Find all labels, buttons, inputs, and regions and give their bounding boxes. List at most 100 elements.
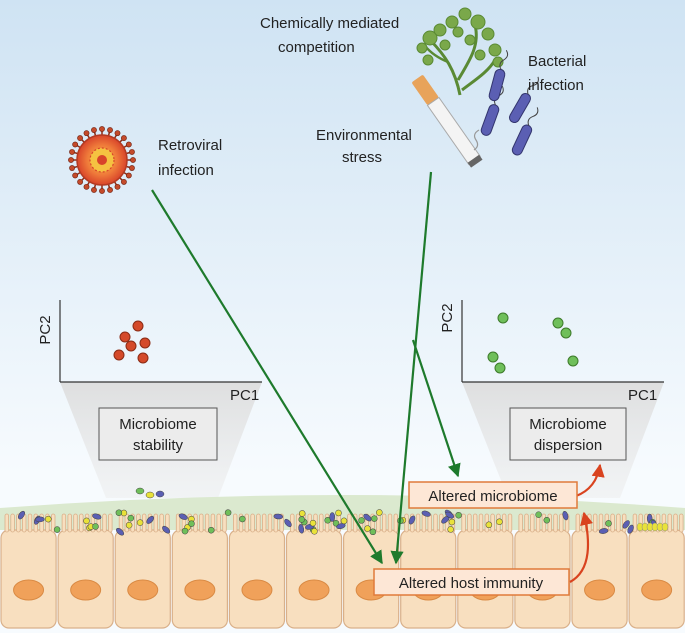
dispersed-cluster (487, 312, 579, 374)
microbe (562, 510, 569, 521)
arrow-to-microbiome (411, 339, 461, 478)
microbe (329, 512, 335, 522)
microbe (543, 516, 551, 524)
microbe (53, 526, 61, 533)
microbe (125, 521, 133, 529)
left-pc2-label: PC2 (37, 315, 54, 344)
microbe (622, 520, 630, 529)
arrow-microbiome-to-dispersion (575, 463, 605, 498)
bacterium (511, 107, 539, 156)
environmental-line-2: stress (342, 149, 382, 166)
microbe (45, 515, 52, 523)
epithelial-cell (0, 513, 57, 629)
altered-immunity-box: Altered host immunity (373, 568, 570, 596)
chemical-line-1: Chemically mediated (260, 15, 399, 32)
microbe (340, 517, 348, 525)
epithelial-cell (57, 513, 114, 629)
altered-microbiome-label: Altered microbiome (428, 488, 557, 505)
microbe (496, 518, 503, 526)
microbe (298, 510, 306, 517)
microbe (661, 522, 669, 532)
cluster-dot (560, 327, 572, 339)
microbe (369, 528, 377, 536)
microbe (35, 516, 45, 523)
cluster-dot (494, 362, 506, 374)
cluster-dot (137, 352, 149, 364)
microbe (92, 523, 99, 530)
microbe (455, 511, 462, 519)
microbe (358, 517, 365, 524)
dispersion-line-2: dispersion (534, 437, 602, 454)
microbe (445, 511, 455, 519)
bacterial-line-2: infection (528, 77, 584, 94)
left-pc1-label: PC1 (230, 387, 259, 404)
cluster-dot (113, 349, 125, 361)
cluster-dot (552, 317, 564, 329)
microbe (284, 518, 292, 528)
retrovirus-icon (68, 126, 136, 194)
left-pca-plot: PC2 PC1 (37, 300, 262, 404)
bacterium (488, 49, 509, 102)
microbe (336, 523, 346, 530)
microbe (535, 511, 542, 518)
right-pc1-label: PC1 (628, 387, 657, 404)
microbe (273, 513, 284, 520)
microbe (115, 509, 123, 516)
stable-cluster (113, 320, 151, 364)
right-pc2-label: PC2 (439, 303, 456, 332)
cluster-dot (125, 340, 137, 352)
arrow-immunity-to-microbiome (569, 511, 594, 583)
epithelial-cell (228, 513, 286, 629)
microbe (207, 526, 215, 534)
feedback-arrows (569, 463, 605, 583)
microbe (146, 515, 154, 524)
epithelial-cell (171, 513, 229, 629)
altered-immunity-label: Altered host immunity (399, 575, 544, 592)
microbe (178, 513, 188, 520)
stability-line-1: Microbiome (119, 416, 197, 433)
microbe (145, 491, 155, 499)
microbe (447, 526, 454, 533)
microbe (136, 519, 144, 526)
microbiome-stability-box: Microbiome stability (98, 407, 218, 461)
right-pca-plot: PC2 PC1 (439, 300, 664, 404)
cluster-dot (119, 331, 131, 343)
microbe (421, 510, 431, 517)
altered-microbiome-box: Altered microbiome (408, 481, 578, 509)
cluster-dot (139, 337, 151, 349)
bacteria-icon (480, 49, 539, 156)
smoke-icon (473, 129, 480, 151)
arrow-virus-to-immunity (151, 189, 383, 565)
dispersion-line-1: Microbiome (529, 416, 607, 433)
microbe (376, 509, 383, 516)
microbe (83, 517, 90, 525)
microbe (605, 520, 612, 527)
microbe (155, 490, 165, 498)
arrow-stress-to-immunity (390, 171, 433, 565)
cluster-dot (487, 351, 499, 363)
microbe (363, 513, 372, 522)
microbe (188, 520, 195, 527)
microbe (17, 510, 26, 520)
cluster-dot (567, 355, 579, 367)
microbe (485, 521, 493, 529)
seaweed-icon (416, 7, 504, 96)
epithelial-cell (628, 513, 685, 629)
microbe (135, 487, 145, 495)
microbe (162, 525, 171, 534)
microbe (364, 525, 371, 532)
environmental-line-1: Environmental (316, 127, 412, 144)
microbe (371, 515, 378, 522)
microbe (115, 527, 125, 536)
microbe (309, 519, 317, 527)
cluster-dot (497, 312, 509, 324)
microbe (298, 524, 305, 534)
microbe (298, 516, 305, 523)
cluster-dot (132, 320, 144, 332)
microbe (92, 513, 102, 520)
stability-line-2: stability (133, 437, 184, 454)
microbe (311, 528, 318, 535)
causal-arrows (151, 171, 461, 565)
